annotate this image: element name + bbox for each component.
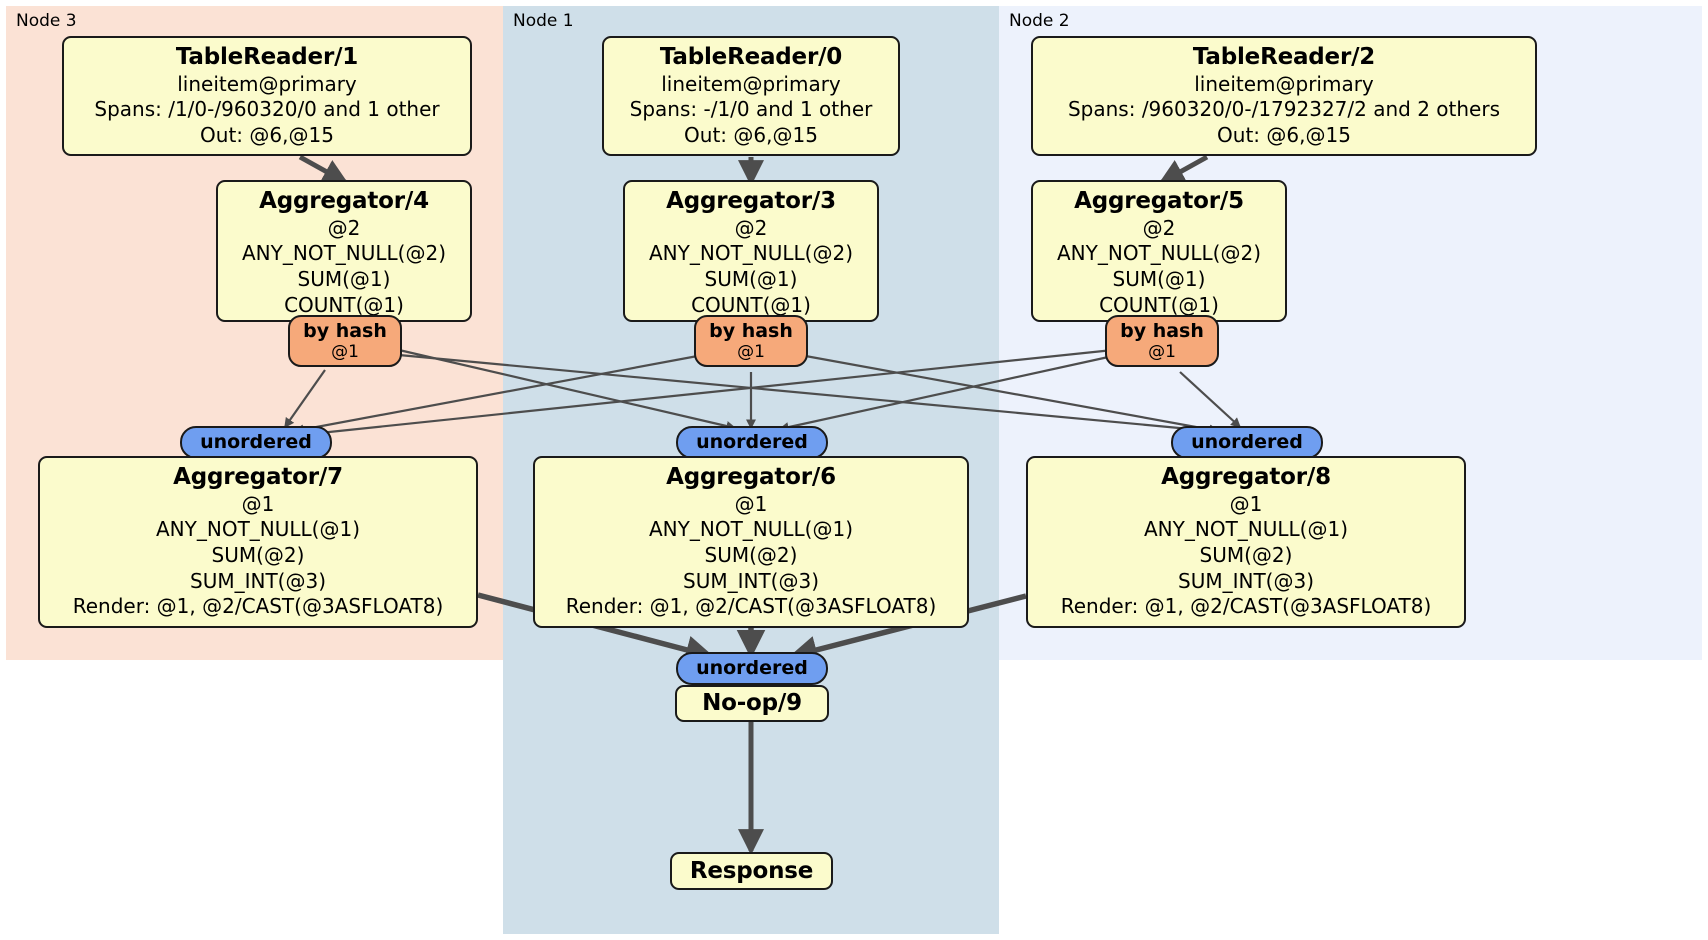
processor-title: No-op/9	[702, 690, 802, 717]
processor-detail-line: ANY_NOT_NULL(@1)	[1144, 517, 1348, 542]
collector-unordered-left[interactable]: unordered	[180, 426, 332, 459]
processor-table-reader-2[interactable]: TableReader/2 lineitem@primary Spans: /9…	[1031, 36, 1537, 156]
cluster-label-node-3: Node 3	[16, 11, 77, 31]
processor-title: TableReader/1	[175, 44, 359, 70]
processor-detail-line: Out: @6,@15	[684, 122, 818, 147]
cluster-label-node-2: Node 2	[1009, 11, 1070, 31]
processor-detail-line: Spans: -/1/0 and 1 other	[629, 97, 873, 122]
processor-detail-line: COUNT(@1)	[284, 292, 404, 317]
processor-detail-line: SUM_INT(@3)	[1178, 568, 1314, 593]
processor-detail-line: @1	[1229, 491, 1263, 516]
processor-response[interactable]: Response	[670, 852, 833, 890]
processor-title: Aggregator/8	[1161, 464, 1331, 490]
processor-detail-line: lineitem@primary	[177, 71, 357, 96]
processor-detail-line: Render: @1, @2/CAST(@3ASFLOAT8)	[72, 594, 444, 619]
processor-detail-line: SUM(@2)	[211, 542, 305, 567]
processor-detail-line: ANY_NOT_NULL(@2)	[649, 241, 853, 266]
processor-detail-line: SUM_INT(@3)	[190, 568, 326, 593]
processor-detail-line: Spans: /1/0-/960320/0 and 1 other	[94, 97, 440, 122]
processor-aggregator-3[interactable]: Aggregator/3 @2 ANY_NOT_NULL(@2) SUM(@1)…	[623, 180, 879, 322]
processor-title: Aggregator/5	[1074, 188, 1244, 214]
processor-detail-line: SUM(@1)	[297, 266, 391, 291]
processor-detail-line: ANY_NOT_NULL(@2)	[1057, 241, 1261, 266]
router-label: by hash	[1120, 320, 1204, 342]
processor-detail-line: ANY_NOT_NULL(@1)	[156, 517, 360, 542]
processor-detail-line: SUM(@2)	[1199, 542, 1293, 567]
router-label: by hash	[303, 320, 387, 342]
processor-title: TableReader/0	[659, 44, 843, 70]
collector-label: unordered	[1191, 431, 1303, 454]
router-column: @1	[331, 341, 359, 362]
processor-no-op-9[interactable]: No-op/9	[675, 685, 829, 722]
collector-unordered-final[interactable]: unordered	[676, 652, 828, 685]
router-column: @1	[1148, 341, 1176, 362]
processor-detail-line: SUM(@1)	[704, 266, 798, 291]
processor-aggregator-7[interactable]: Aggregator/7 @1 ANY_NOT_NULL(@1) SUM(@2)…	[38, 456, 478, 628]
processor-detail-line: ANY_NOT_NULL(@2)	[242, 241, 446, 266]
collector-label: unordered	[696, 431, 808, 454]
processor-aggregator-6[interactable]: Aggregator/6 @1 ANY_NOT_NULL(@1) SUM(@2)…	[533, 456, 969, 628]
processor-table-reader-0[interactable]: TableReader/0 lineitem@primary Spans: -/…	[602, 36, 900, 156]
processor-detail-line: @2	[327, 215, 361, 240]
router-label: by hash	[709, 320, 793, 342]
processor-title: Aggregator/6	[666, 464, 836, 490]
processor-detail-line: @1	[734, 491, 768, 516]
router-by-hash-aggregator-4[interactable]: by hash @1	[288, 315, 402, 367]
processor-detail-line: Spans: /960320/0-/1792327/2 and 2 others	[1067, 97, 1500, 122]
processor-detail-line: lineitem@primary	[661, 71, 841, 96]
processor-detail-line: SUM(@2)	[704, 542, 798, 567]
processor-detail-line: COUNT(@1)	[691, 292, 811, 317]
processor-detail-line: Out: @6,@15	[1217, 122, 1351, 147]
processor-title: Aggregator/3	[666, 188, 836, 214]
processor-title: Aggregator/7	[173, 464, 343, 490]
processor-detail-line: Render: @1, @2/CAST(@3ASFLOAT8)	[565, 594, 937, 619]
collector-unordered-right[interactable]: unordered	[1171, 426, 1323, 459]
router-by-hash-aggregator-3[interactable]: by hash @1	[694, 315, 808, 367]
processor-title: TableReader/2	[1192, 44, 1376, 70]
collector-unordered-mid[interactable]: unordered	[676, 426, 828, 459]
router-column: @1	[737, 341, 765, 362]
processor-detail-line: @2	[734, 215, 768, 240]
processor-detail-line: SUM_INT(@3)	[683, 568, 819, 593]
processor-aggregator-8[interactable]: Aggregator/8 @1 ANY_NOT_NULL(@1) SUM(@2)…	[1026, 456, 1466, 628]
processor-title: Response	[689, 857, 814, 884]
processor-title: Aggregator/4	[259, 188, 429, 214]
processor-detail-line: lineitem@primary	[1194, 71, 1374, 96]
processor-detail-line: @2	[1142, 215, 1176, 240]
collector-label: unordered	[200, 431, 312, 454]
processor-detail-line: COUNT(@1)	[1099, 292, 1219, 317]
processor-detail-line: Out: @6,@15	[200, 122, 334, 147]
processor-aggregator-4[interactable]: Aggregator/4 @2 ANY_NOT_NULL(@2) SUM(@1)…	[216, 180, 472, 322]
processor-table-reader-1[interactable]: TableReader/1 lineitem@primary Spans: /1…	[62, 36, 472, 156]
processor-detail-line: Render: @1, @2/CAST(@3ASFLOAT8)	[1060, 594, 1432, 619]
router-by-hash-aggregator-5[interactable]: by hash @1	[1105, 315, 1219, 367]
processor-detail-line: ANY_NOT_NULL(@1)	[649, 517, 853, 542]
collector-label: unordered	[696, 657, 808, 680]
processor-detail-line: @1	[241, 491, 275, 516]
processor-detail-line: SUM(@1)	[1112, 266, 1206, 291]
cluster-label-node-1: Node 1	[513, 11, 574, 31]
processor-aggregator-5[interactable]: Aggregator/5 @2 ANY_NOT_NULL(@2) SUM(@1)…	[1031, 180, 1287, 322]
